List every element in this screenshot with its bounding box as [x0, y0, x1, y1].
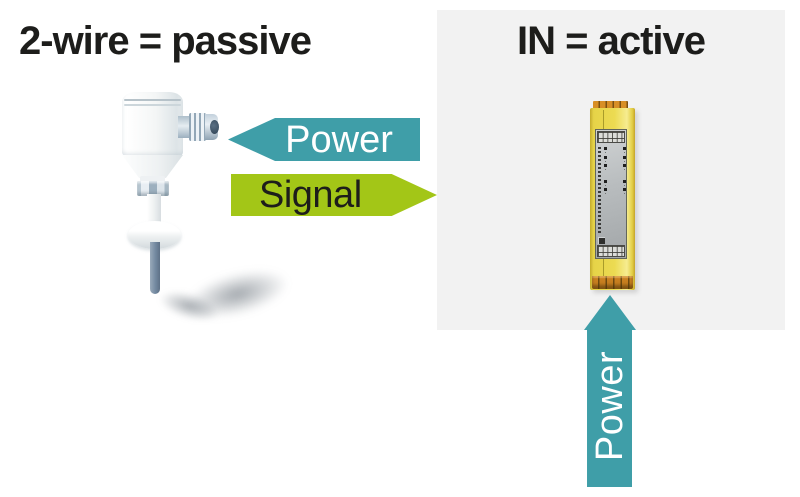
module-top-terminals: [593, 101, 628, 110]
input-module-illustration: [590, 101, 635, 290]
sensor-shaft: [147, 194, 161, 225]
cable-gland-collar: [178, 116, 190, 138]
power-arrow-label: Power: [285, 118, 393, 161]
led-icon: [623, 155, 626, 159]
module-led-indicators: [604, 147, 626, 193]
sensor-head-housing: [122, 92, 183, 157]
signal-arrow-right: Signal: [231, 174, 437, 216]
led-icon: [604, 179, 607, 183]
cable-gland-ribs: [189, 113, 206, 141]
module-terminal-label-grid: [597, 131, 625, 143]
led-icon: [623, 164, 626, 168]
power-up-arrow-label: Power: [589, 351, 631, 462]
power-arrow-left: Power: [228, 118, 420, 161]
power-arrow-up: Power: [584, 295, 636, 487]
sensor-probe-rod: [150, 242, 160, 294]
module-product-name-vertical: [598, 147, 601, 235]
level-sensor-illustration: [100, 85, 300, 330]
module-terminal-label-grid: [597, 245, 625, 257]
left-title: 2-wire = passive: [19, 19, 312, 63]
module-housing-seam: [603, 110, 604, 130]
led-icon: [604, 147, 607, 150]
right-title: IN = active: [516, 19, 706, 63]
sensor-hex-nut: [137, 181, 169, 196]
module-brand-logo: [598, 237, 605, 244]
cable-gland-opening: [210, 120, 219, 134]
sensor-neck: [140, 176, 165, 183]
led-icon: [623, 188, 626, 192]
module-housing-seam: [603, 258, 604, 277]
led-icon: [623, 147, 626, 150]
module-front-panel: [595, 129, 627, 259]
sensor-taper: [122, 155, 183, 178]
sensor-lid-seam: [124, 99, 181, 101]
module-bottom-terminals: [592, 276, 633, 289]
led-icon: [604, 155, 607, 159]
led-icon: [623, 179, 626, 183]
signal-arrow-label: Signal: [259, 174, 362, 216]
led-icon: [604, 164, 607, 168]
led-icon: [604, 188, 607, 192]
sensor-lid-seam: [124, 104, 181, 106]
